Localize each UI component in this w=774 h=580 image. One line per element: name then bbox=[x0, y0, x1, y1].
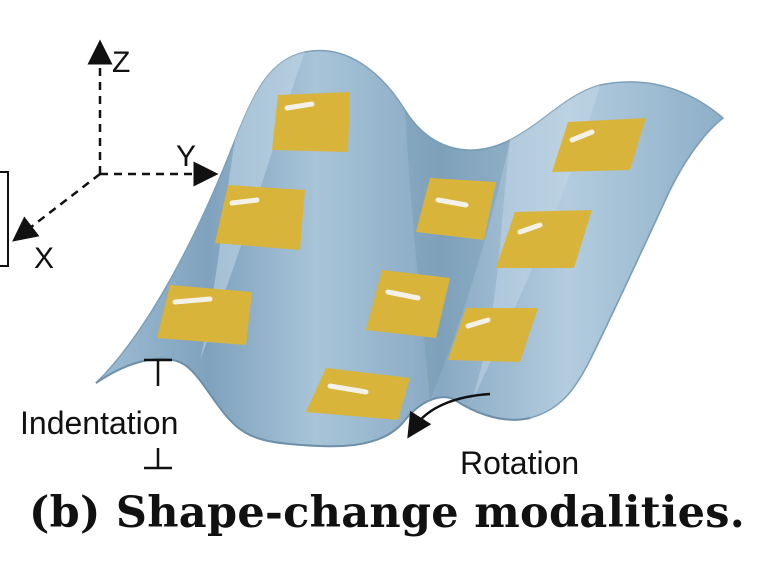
figure-caption: (b) Shape-change modalities. bbox=[28, 488, 746, 538]
wavy-surface bbox=[95, 49, 725, 448]
x-axis bbox=[12, 173, 101, 242]
patch bbox=[215, 185, 305, 250]
surface-right-edge bbox=[589, 117, 724, 361]
patch bbox=[496, 210, 592, 268]
patch bbox=[366, 270, 450, 338]
axis-gizmo: Z Y X bbox=[12, 39, 219, 275]
y-axis-label: Y bbox=[176, 140, 196, 173]
z-axis-label: Z bbox=[112, 46, 130, 79]
surface-body bbox=[95, 49, 725, 448]
rotation-marker: Rotation bbox=[407, 392, 579, 481]
indentation-marker: Indentation bbox=[20, 358, 178, 470]
patch bbox=[272, 92, 350, 152]
x-axis-label: X bbox=[34, 242, 54, 275]
patch bbox=[306, 368, 410, 420]
frame-fragment bbox=[0, 171, 9, 267]
indentation-label: Indentation bbox=[20, 405, 178, 441]
rotation-label: Rotation bbox=[460, 445, 579, 481]
patch-group bbox=[157, 92, 646, 420]
patch bbox=[416, 178, 496, 240]
patch bbox=[157, 285, 252, 345]
rotation-arrow-icon bbox=[407, 392, 491, 439]
patch bbox=[448, 308, 538, 362]
patch bbox=[552, 118, 646, 172]
